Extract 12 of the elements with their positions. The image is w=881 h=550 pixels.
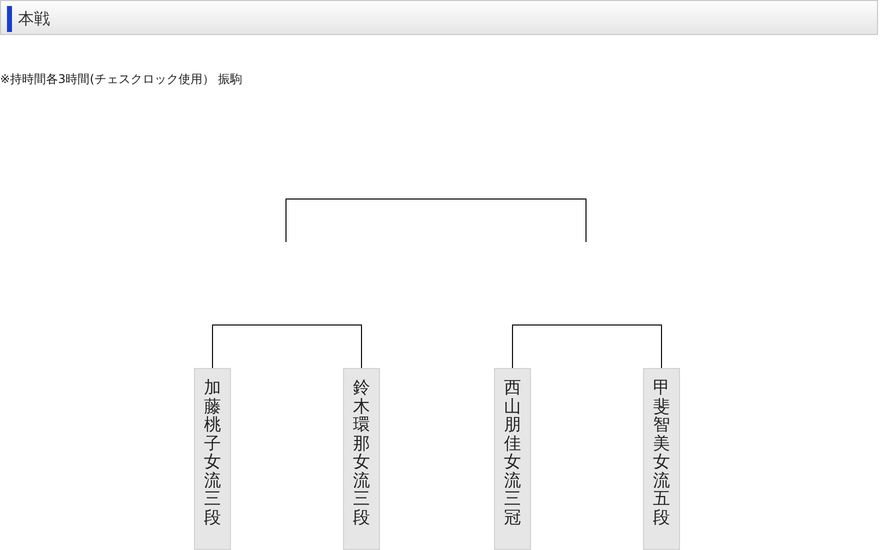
bracket-line (512, 324, 662, 368)
player-card (343, 368, 380, 550)
player-name: 西山朋佳女流三冠 (504, 379, 522, 527)
player-card (194, 368, 231, 550)
player-card (494, 368, 531, 550)
note-text: ※持時間各3時間(チェスクロック使用） 振駒 (0, 71, 242, 87)
bracket-line (212, 324, 362, 368)
player-name: 甲斐智美女流五段 (652, 379, 670, 527)
player-name: 鈴木環那女流三段 (352, 379, 370, 527)
player-name: 加藤桃子女流三段 (204, 379, 222, 527)
section-title: 本戦 (7, 6, 50, 32)
player-card (643, 368, 680, 550)
